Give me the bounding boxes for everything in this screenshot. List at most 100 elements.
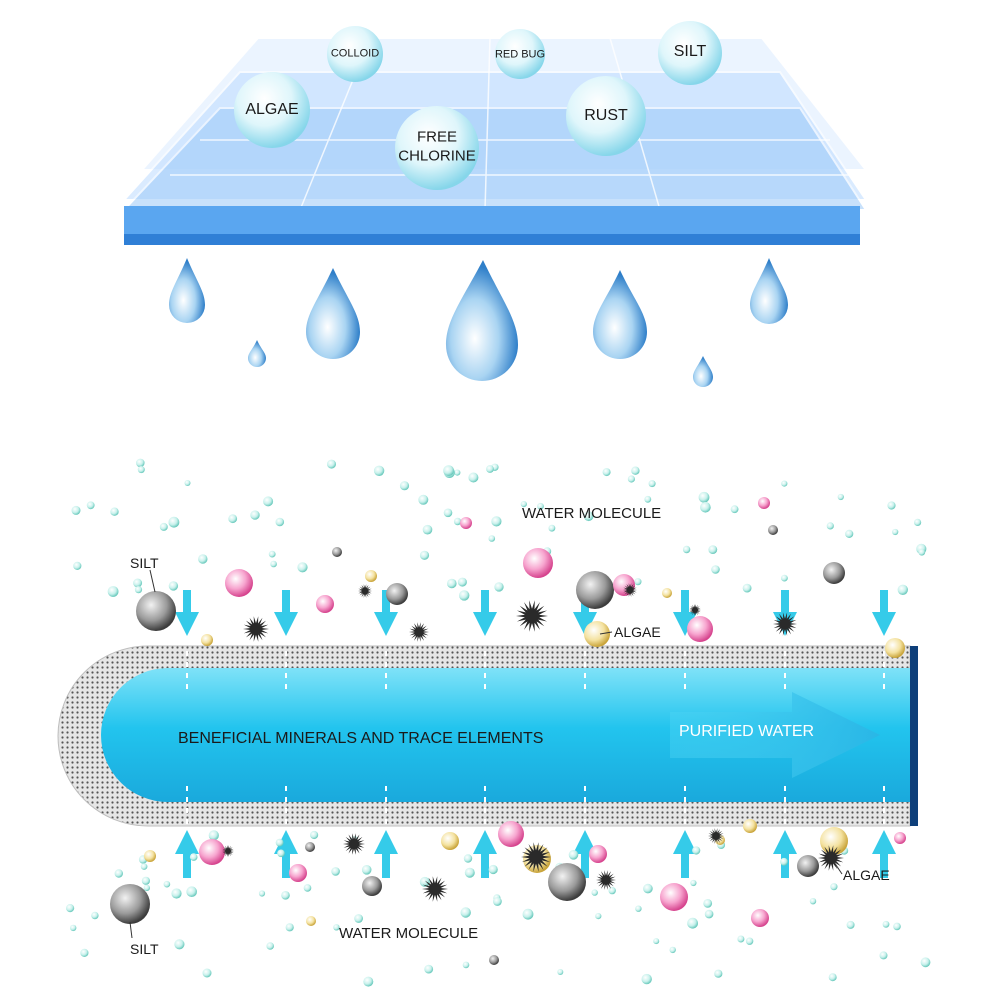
droplet: [750, 258, 788, 324]
water-molecule: [198, 554, 208, 564]
water-molecule: [548, 524, 556, 532]
water-molecule: [830, 883, 838, 891]
water-molecule: [595, 913, 602, 920]
arrow-down: [274, 590, 298, 636]
label-algae: ALGAE: [245, 100, 299, 118]
water-molecule: [520, 501, 527, 508]
water-molecule: [602, 468, 611, 477]
algae-particle: [773, 612, 797, 636]
water-molecule: [424, 964, 434, 974]
algae-particle: [343, 833, 365, 855]
mineral-particle: [820, 827, 848, 855]
mineral-particle: [523, 548, 553, 578]
water-molecule: [494, 582, 504, 592]
membrane-tube: [57, 640, 918, 832]
water-molecule: [708, 545, 718, 554]
particles: [66, 458, 931, 987]
water-molecule: [91, 911, 99, 920]
mineral-particle: [441, 832, 459, 850]
label-colloid: COLLOID: [330, 47, 380, 60]
algae-particle: [708, 828, 724, 844]
water-molecule: [331, 867, 340, 876]
silt-particle: [110, 884, 150, 924]
label-algae-bottom: ALGAE: [843, 867, 890, 883]
algae-particle: [521, 842, 551, 872]
water-molecule: [781, 574, 788, 582]
label-silt-bottom: SILT: [130, 941, 159, 957]
water-molecule: [275, 517, 285, 527]
water-molecule: [687, 917, 698, 929]
mineral-particle: [144, 850, 156, 862]
water-molecule: [627, 475, 636, 483]
label-silt: SILT: [673, 42, 707, 60]
water-molecule: [780, 857, 788, 866]
water-molecule: [297, 562, 308, 573]
algae-particle: [689, 604, 701, 616]
label-algae-top: ALGAE: [614, 624, 661, 640]
silt-particle: [305, 842, 315, 852]
mineral-particle: [687, 616, 713, 642]
water-molecule: [641, 973, 652, 985]
water-molecule: [648, 480, 656, 488]
water-molecule: [266, 942, 275, 950]
water-molecule: [703, 899, 713, 908]
water-molecule: [537, 502, 544, 510]
water-molecule: [419, 550, 430, 560]
silt-particle: [797, 855, 819, 877]
water-molecule: [363, 976, 374, 987]
water-molecule: [682, 545, 691, 554]
water-molecule: [918, 548, 926, 556]
algae-particle: [422, 876, 448, 902]
water-molecule: [303, 884, 312, 892]
label-free-chlorine-line2: CHLORINE: [398, 147, 476, 165]
mineral-particle: [660, 883, 688, 911]
water-molecule: [737, 935, 745, 943]
water-molecule: [468, 472, 479, 483]
filter-plate-base: [124, 206, 860, 234]
water-molecule: [159, 522, 168, 531]
water-molecule: [730, 505, 739, 514]
water-molecule: [453, 517, 462, 526]
water-molecule: [86, 501, 95, 510]
water-molecule: [493, 897, 502, 906]
water-molecule: [174, 939, 185, 950]
water-molecule: [268, 550, 276, 558]
algae-particle: [818, 845, 844, 871]
arrow-up: [872, 830, 896, 878]
water-molecule: [457, 577, 467, 587]
water-molecule: [893, 922, 901, 931]
silt-particle: [136, 591, 176, 631]
water-molecule: [711, 565, 720, 574]
water-molecule: [914, 518, 922, 527]
silt-particle: [386, 583, 408, 605]
water-molecule: [644, 495, 652, 503]
arrow-down: [673, 590, 697, 636]
mineral-particle: [201, 634, 213, 646]
arrow-down: [473, 590, 497, 636]
water-molecule: [250, 510, 260, 520]
bubble-free-chlorine: [395, 106, 479, 190]
arrow-up: [274, 830, 298, 878]
algae-top-leader: [599, 631, 613, 635]
droplet: [693, 356, 713, 387]
algae-bottom-leader: [833, 861, 843, 875]
water-molecule: [168, 516, 180, 528]
water-molecule: [277, 849, 285, 858]
droplet: [306, 268, 360, 359]
arrow-down: [175, 590, 199, 636]
water-molecule: [171, 888, 182, 899]
silt-particle: [768, 525, 778, 535]
water-molecule: [70, 924, 77, 932]
purified-water-channel: [101, 668, 910, 802]
water-molecule: [828, 973, 837, 982]
mineral-particle: [584, 621, 610, 647]
tube-end-cap: [910, 646, 918, 826]
label-red-bug: RED BUG: [494, 48, 546, 61]
water-molecule: [443, 508, 453, 518]
water-molecule: [690, 879, 697, 887]
droplet: [169, 258, 205, 323]
water-molecule: [258, 890, 266, 897]
arrow-down: [872, 590, 896, 636]
water-molecule: [327, 459, 336, 469]
bubble-colloid: [327, 26, 383, 82]
